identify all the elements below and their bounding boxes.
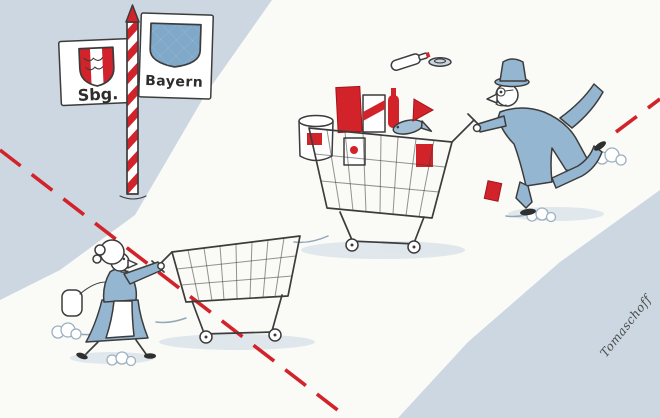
salzburg-sign-label: Sbg. — [77, 84, 118, 105]
woman-back-leg — [85, 341, 99, 355]
man-back-shoe — [594, 141, 606, 151]
man-eye — [499, 90, 503, 94]
empty-cart-grid — [176, 237, 297, 302]
cart-undercarriage — [339, 113, 483, 245]
dust-puffs-woman — [51, 322, 137, 367]
empty-cart-basket — [171, 235, 301, 303]
running-man — [472, 58, 606, 216]
dropped-red-package — [483, 180, 503, 202]
cart-wheels — [345, 238, 421, 254]
man-arm — [477, 115, 507, 133]
cart-groceries — [298, 85, 435, 167]
flying-dish — [428, 57, 452, 67]
man-glasses — [496, 87, 506, 97]
man-mouth — [495, 103, 507, 107]
woman-apron — [105, 300, 135, 339]
grocery-fish — [392, 119, 433, 135]
man-front-leg — [515, 181, 533, 209]
grocery-red-wedge — [412, 98, 435, 122]
man-nose — [486, 93, 498, 104]
bavaria-sign: Bayern — [138, 12, 214, 100]
woman-mouth — [120, 270, 129, 273]
woman-eye — [122, 257, 126, 261]
woman-nose — [127, 259, 138, 269]
woman-front-leg — [135, 339, 147, 355]
handbag — [61, 289, 83, 317]
border-dashed-line — [0, 97, 660, 418]
full-shopping-cart — [298, 85, 483, 254]
handbag-strap — [79, 281, 107, 295]
grocery-red-pack — [416, 144, 433, 167]
border-post: Sbg. Bayern — [57, 4, 214, 200]
grocery-red-bottle — [388, 95, 399, 128]
man-coat — [497, 107, 591, 187]
woman-hand — [157, 262, 165, 270]
striped-border-pole — [119, 4, 147, 200]
cart-basket — [308, 127, 453, 219]
grocery-red-carton — [335, 85, 363, 134]
man-back-leg — [551, 145, 603, 189]
empty-cart-wheels — [199, 328, 282, 344]
man-hand — [472, 123, 482, 133]
salzburg-sign: Sbg. — [57, 37, 137, 107]
woman-back-shoe — [76, 352, 88, 360]
dust-puffs-man — [526, 147, 627, 223]
bavaria-sign-label: Bayern — [145, 73, 204, 91]
woman-arm — [123, 261, 163, 285]
flying-groceries — [390, 52, 452, 71]
cart-basket-grid — [314, 129, 446, 218]
running-woman — [61, 239, 165, 360]
woman-front-shoe — [144, 353, 156, 359]
man-head — [495, 83, 519, 107]
coat-tail — [559, 83, 604, 129]
man-hat-crown — [499, 58, 527, 82]
man-front-shoe — [520, 208, 536, 216]
pole-finial — [125, 4, 140, 23]
flying-bottle — [390, 52, 431, 71]
